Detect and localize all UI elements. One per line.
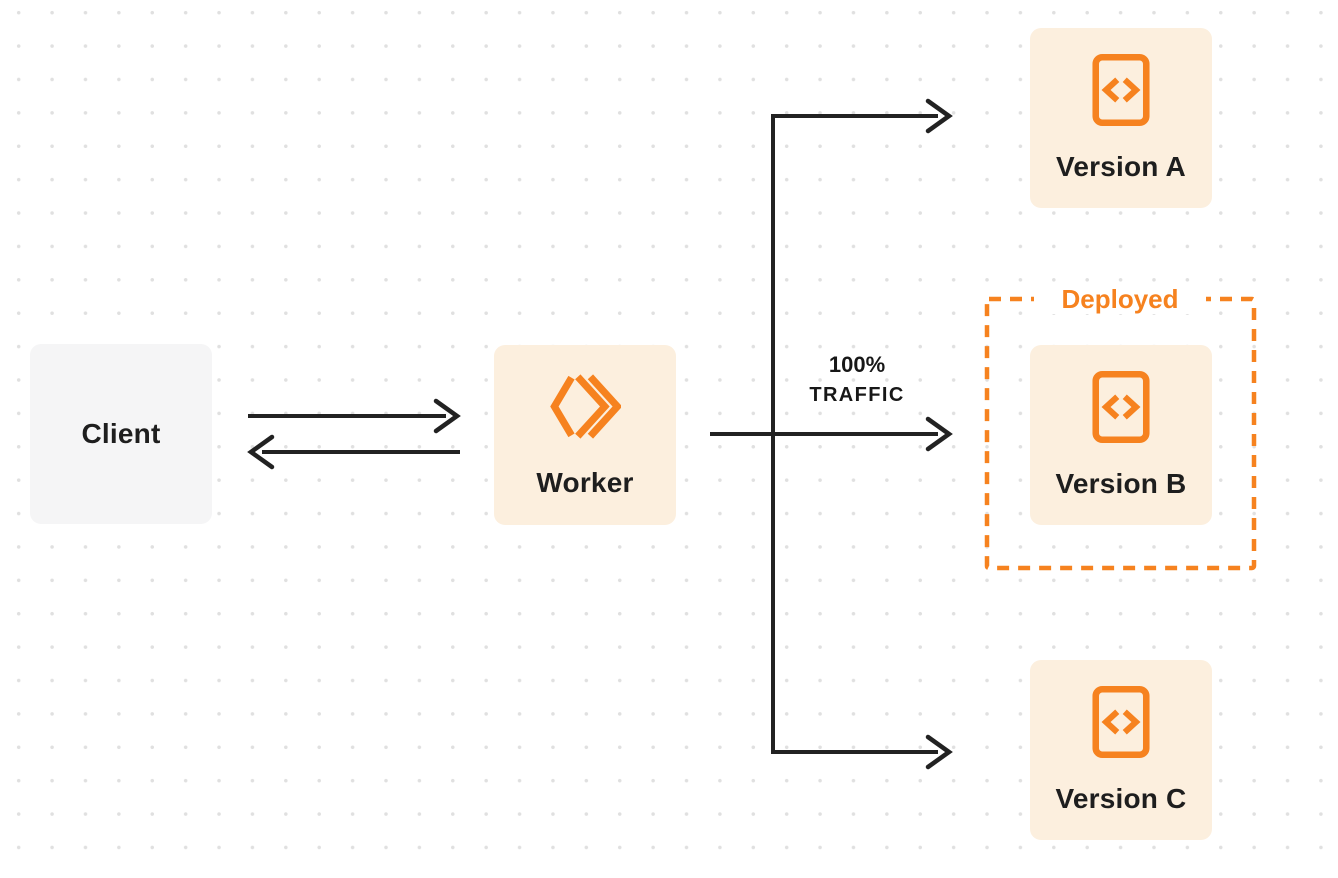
deployed-label: Deployed	[1034, 284, 1206, 314]
version-a-node[interactable]: Version A	[1030, 28, 1212, 208]
arrow-client-to-worker	[248, 398, 461, 434]
arrow-worker-to-version-b	[710, 416, 953, 452]
version-c-label: Version C	[1055, 783, 1187, 814]
traffic-percent-text: 100%	[828, 352, 886, 377]
client-label: Client	[81, 418, 161, 449]
version-a-label: Version A	[1056, 151, 1186, 182]
code-file-icon	[1092, 53, 1150, 127]
version-b-label: Version B	[1055, 468, 1187, 499]
version-b-node[interactable]: Version B	[1030, 345, 1212, 525]
code-file-icon	[1092, 370, 1150, 444]
arrow-worker-to-client	[247, 434, 460, 470]
branch-to-version-a-and-c	[771, 98, 953, 770]
worker-node[interactable]: Worker	[494, 345, 676, 525]
code-file-icon	[1092, 685, 1150, 759]
cloudflare-workers-logo-icon	[550, 374, 621, 439]
traffic-word-text: TRAFFIC	[809, 384, 905, 406]
client-node[interactable]: Client	[30, 344, 212, 524]
worker-label: Worker	[536, 467, 634, 498]
traffic-label: 100% TRAFFIC	[790, 350, 924, 411]
version-c-node[interactable]: Version C	[1030, 660, 1212, 840]
